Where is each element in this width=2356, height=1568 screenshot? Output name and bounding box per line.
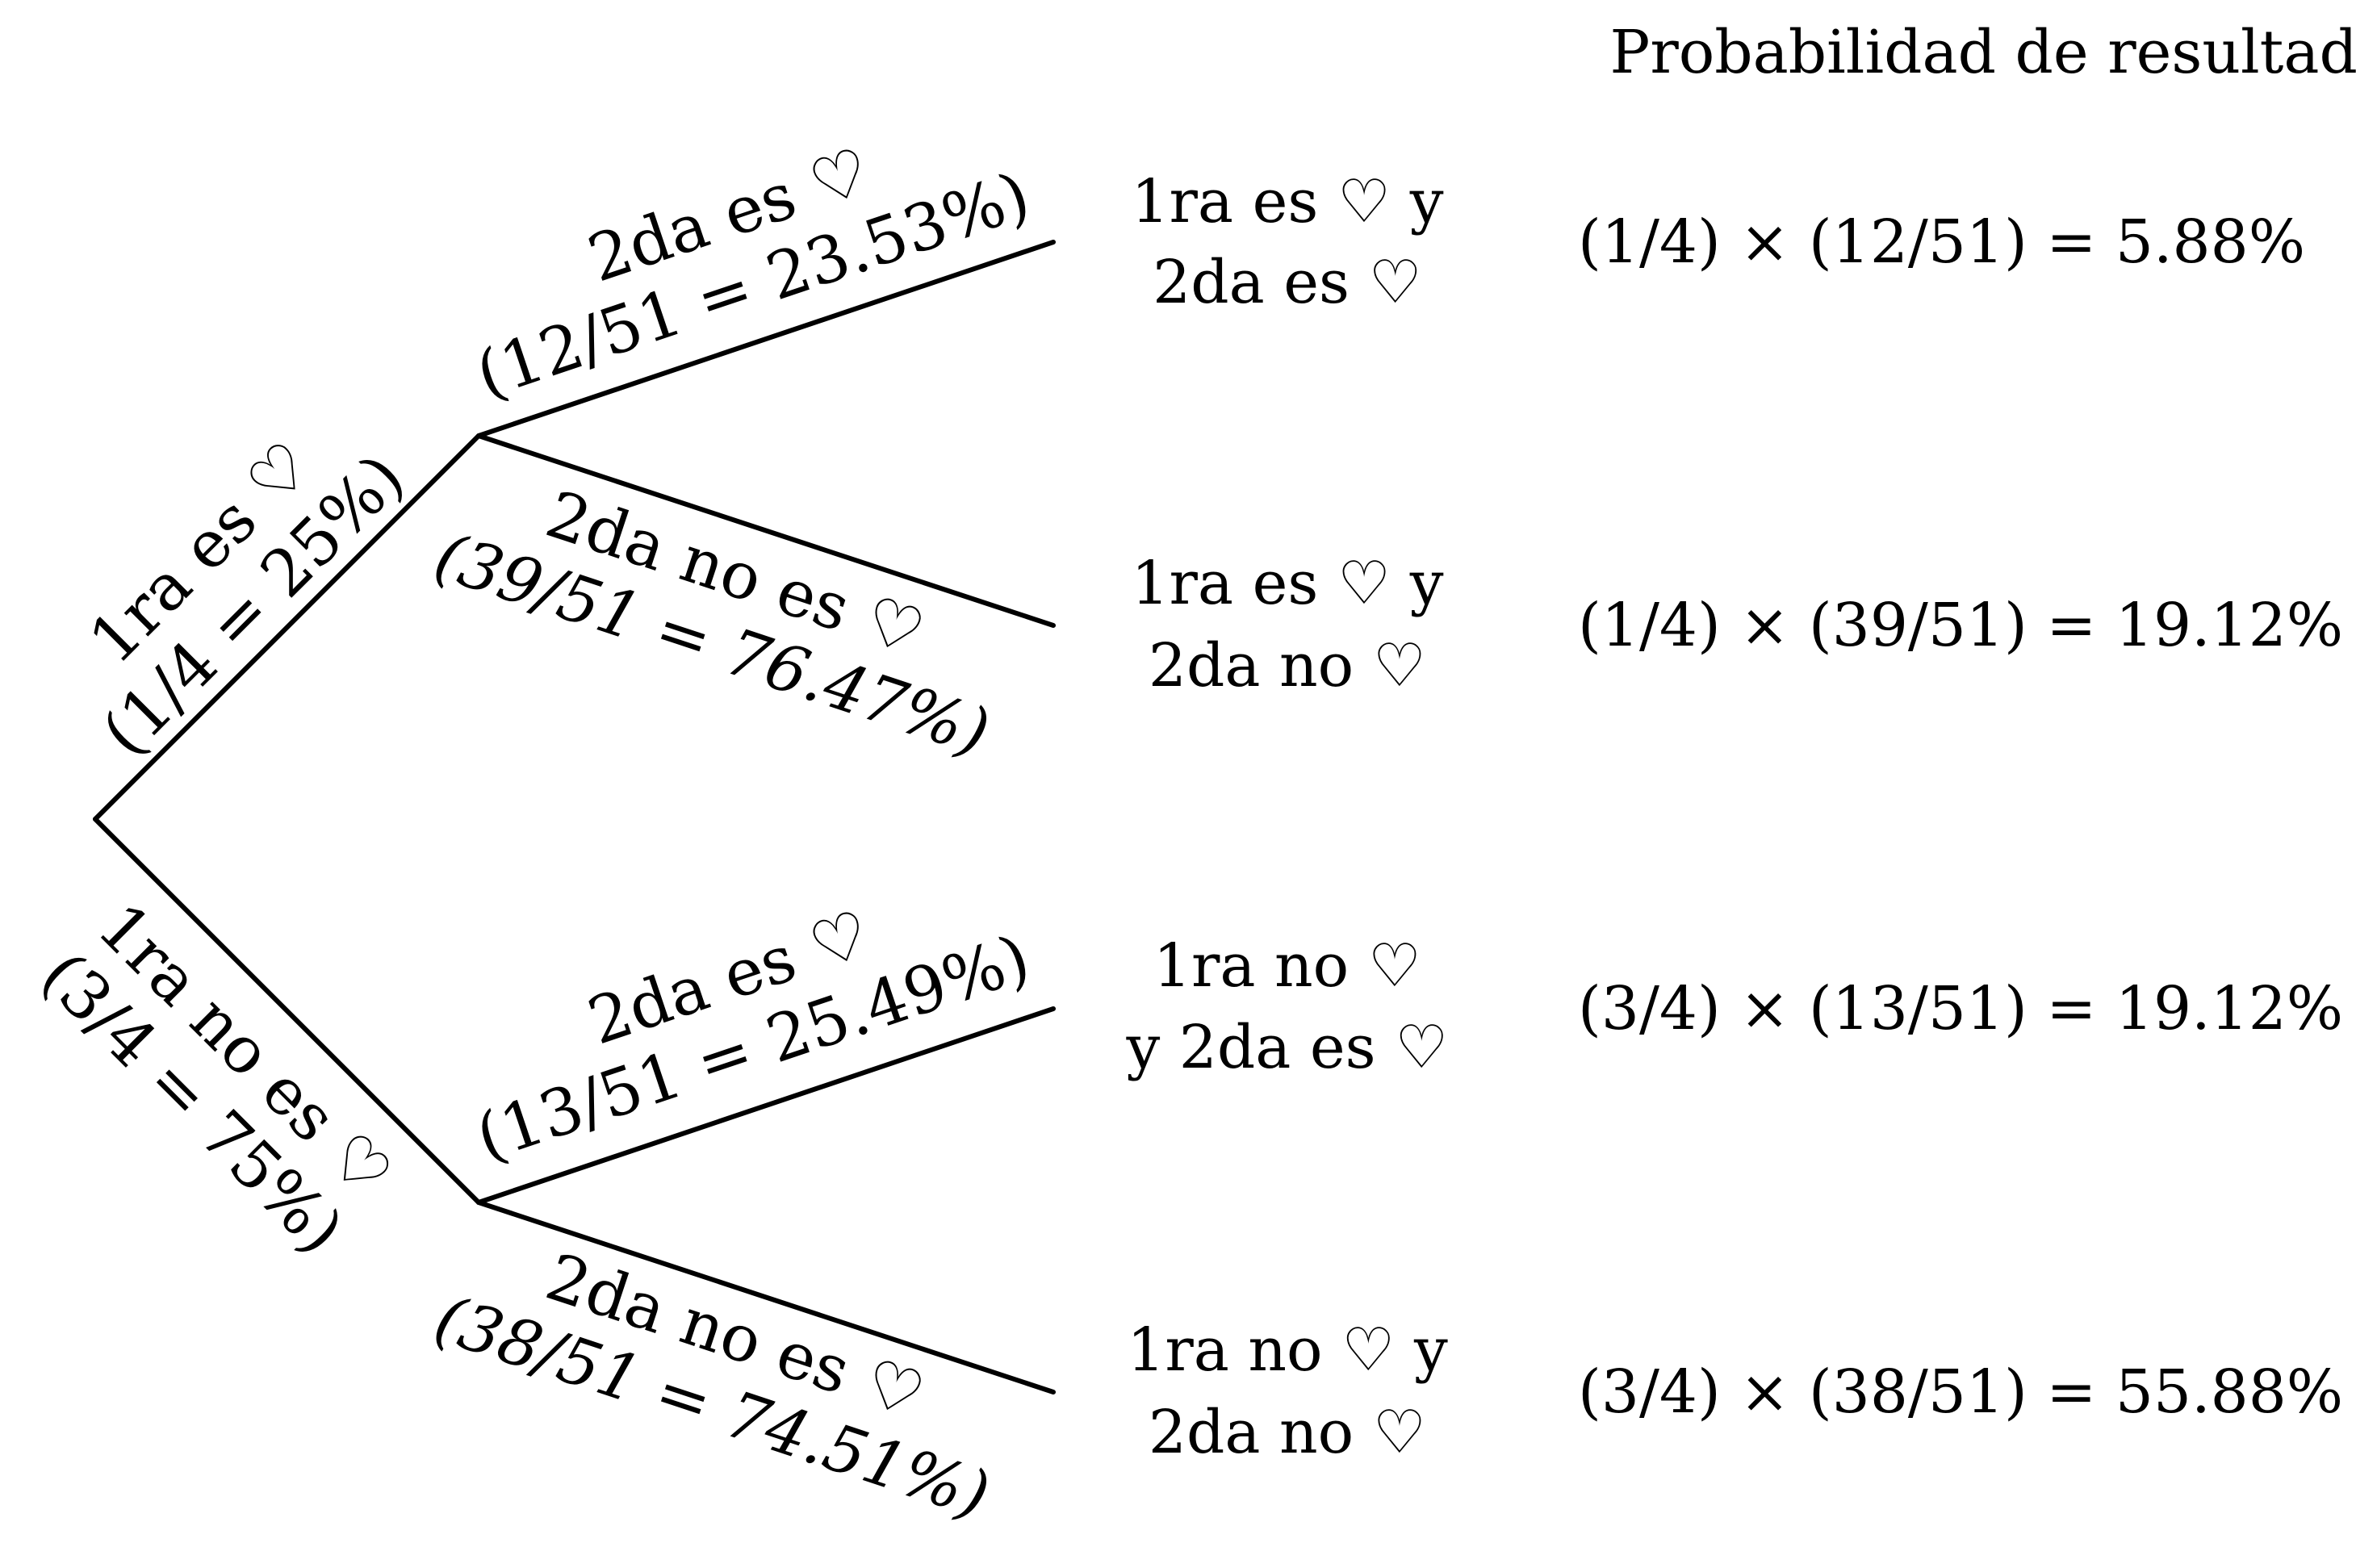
column-header: Probabilidad de resultado: [1610, 18, 2356, 87]
tree-branches: [93, 240, 1056, 1394]
outcome-descriptions: 1ra es ♡ y 2da es ♡ 1ra es ♡ y 2da no ♡ …: [1125, 167, 1448, 1467]
branch-second-heart-lower: [476, 1006, 1056, 1205]
outcome-4-line-1: 1ra no ♡ y: [1127, 1315, 1448, 1385]
outcome-1-line-1: 1ra es ♡ y: [1131, 167, 1443, 236]
branch-second-heart-upper: [476, 240, 1056, 438]
second-draw-label-4: 2da no es ♡ (38/51 = 74.51%): [426, 1239, 998, 1532]
branch-second-not-heart-lower: [476, 1200, 1056, 1394]
outcome-2-probability: (1/4) × (39/51) = 19.12%: [1578, 591, 2343, 660]
first-draw-heart-label: 1ra es ♡ (1/4 = 25%): [75, 427, 419, 771]
outcome-3-probability: (3/4) × (13/51) = 19.12%: [1578, 974, 2343, 1043]
outcome-3-line-1: 1ra no ♡: [1153, 931, 1421, 1001]
outcome-probabilities: (1/4) × (12/51) = 5.88% (1/4) × (39/51) …: [1578, 207, 2343, 1427]
outcome-1-line-2: 2da es ♡: [1153, 248, 1422, 317]
outcome-3-line-2: y 2da es ♡: [1125, 1013, 1448, 1082]
outcome-1-probability: (1/4) × (12/51) = 5.88%: [1578, 207, 2305, 277]
outcome-2-line-1: 1ra es ♡ y: [1131, 549, 1443, 618]
branch-first-heart: [93, 433, 481, 822]
branch-second-not-heart-upper: [476, 433, 1056, 628]
second-draw-label-1: 2da es ♡ (12/51 = 23.53%): [467, 132, 1039, 412]
branch-first-not-heart: [93, 817, 481, 1205]
outcome-4-line-2: 2da no ♡: [1149, 1398, 1426, 1467]
outcome-2-line-2: 2da no ♡: [1149, 631, 1426, 700]
second-draw-label-2: 2da no es ♡ (39/51 = 76.47%): [426, 476, 998, 770]
outcome-4-probability: (3/4) × (38/51) = 55.88%: [1578, 1357, 2343, 1427]
second-draw-label-3: 2da es ♡ (13/51 = 25.49%): [467, 895, 1039, 1175]
